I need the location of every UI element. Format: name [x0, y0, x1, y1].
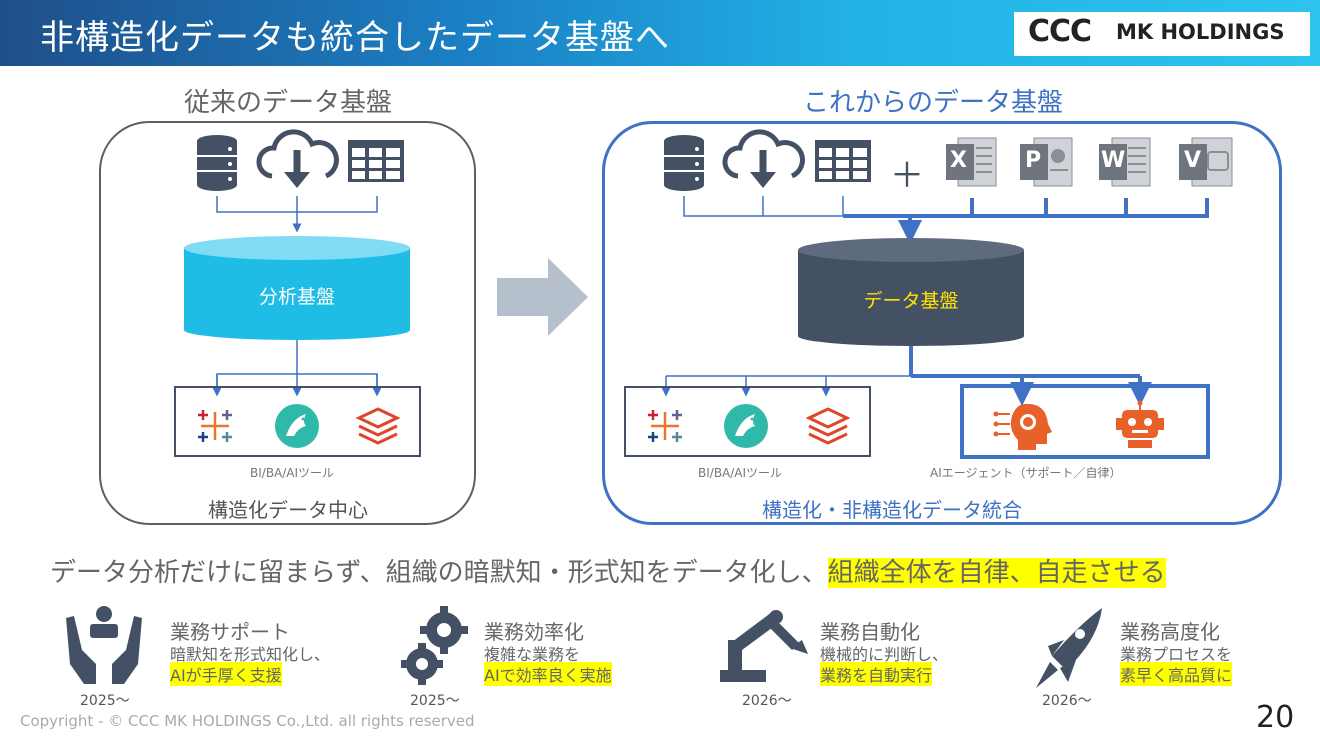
- benefit-highlight: AIで効率良く実施: [484, 662, 612, 686]
- benefit-title: 業務サポート: [170, 620, 290, 644]
- key-message-text: データ分析だけに留まらず、組織の暗默知・形式知をデータ化し、: [50, 558, 828, 588]
- left-section-title: 従来のデータ基盤: [184, 88, 393, 118]
- ai-brain-icon: [993, 403, 1052, 450]
- benefit-desc: 暗默知を形式知化し、: [170, 645, 331, 664]
- video-letter: V: [1184, 148, 1202, 173]
- logo: [1014, 12, 1310, 56]
- benefit-highlight: 業務を自動実行: [820, 662, 933, 686]
- bird-icon: [275, 404, 319, 448]
- key-message: データ分析だけに留まらず、組織の暗默知・形式知をデータ化し、組織全体を自律、自走…: [50, 552, 1166, 589]
- benefit-year: 2026～: [742, 693, 792, 709]
- benefit-desc: 機械的に判断し、: [820, 645, 949, 664]
- left-source-connectors: [216, 196, 378, 233]
- tableau-icon: [648, 410, 682, 442]
- video-icon: [1179, 137, 1233, 187]
- logo-text: MK HOLDINGS: [1116, 20, 1285, 44]
- word-icon: [1099, 137, 1151, 187]
- analytics-platform-cylinder: [184, 236, 410, 340]
- database-icon: [664, 135, 704, 191]
- gears-icon: [401, 606, 468, 685]
- key-message-highlight: 組織全体を自律、自走させる: [827, 558, 1166, 588]
- powerpoint-icon: [1020, 137, 1073, 187]
- tableau-icon: [198, 410, 232, 442]
- word-letter: W: [1101, 148, 1126, 173]
- copyright: Copyright - © CCC MK HOLDINGS Co.,Ltd. a…: [20, 712, 475, 730]
- benefit-desc: 複雑な業務を: [484, 645, 581, 664]
- benefit-year: 2026～: [1042, 693, 1092, 709]
- table-icon: [348, 140, 404, 182]
- legacy-platform-panel: [99, 121, 476, 525]
- benefit-year: 2025～: [410, 693, 460, 709]
- benefit-title: 業務効率化: [484, 620, 584, 644]
- benefit-highlight: 素早く高品質に: [1120, 662, 1233, 686]
- future-platform-panel: [602, 121, 1282, 525]
- left-tools-label: BI/BA/AIツール: [250, 466, 335, 480]
- left-caption: 構造化データ中心: [208, 498, 368, 522]
- benefit-highlight: AIが手厚く支援: [170, 662, 282, 686]
- logo-mark: CCC: [1028, 14, 1092, 49]
- powerpoint-letter: P: [1025, 148, 1042, 173]
- analytics-platform-label: 分析基盤: [258, 286, 335, 308]
- table-icon: [815, 140, 871, 182]
- data-platform-cylinder: [798, 238, 1024, 346]
- data-platform-label: データ基盤: [863, 290, 959, 312]
- cloud-download-icon: [256, 129, 339, 188]
- right-source-connectors: [683, 196, 1209, 244]
- left-tool-connectors: [212, 340, 382, 397]
- robot-icon: [1110, 400, 1170, 450]
- bird-icon: [724, 404, 768, 448]
- agents-box: [960, 384, 1210, 459]
- stack-icon: [805, 407, 851, 445]
- right-section-title: これからのデータ基盤: [803, 88, 1064, 118]
- excel-letter: X: [950, 148, 967, 173]
- page-title: 非構造化データも統合したデータ基盤へ: [40, 18, 670, 58]
- left-tools-box: [174, 386, 421, 457]
- right-tools-label: BI/BA/AIツール: [698, 466, 783, 480]
- support-hands-icon: [66, 606, 142, 684]
- page-number: 20: [1256, 700, 1295, 735]
- benefit-title: 業務高度化: [1120, 620, 1220, 644]
- benefit-title: 業務自動化: [820, 620, 920, 644]
- benefit-desc: 業務プロセスを: [1120, 645, 1233, 664]
- database-icon: [197, 135, 237, 191]
- rocket-icon: [1036, 608, 1102, 688]
- excel-icon: [946, 137, 997, 187]
- transition-arrow: [497, 258, 588, 336]
- agents-label: AIエージェント（サポート／自律）: [930, 466, 1122, 480]
- cloud-download-icon: [722, 129, 805, 188]
- benefit-year: 2025～: [80, 693, 130, 709]
- right-tools-box: [624, 386, 871, 457]
- right-caption: 構造化・非構造化データ統合: [762, 498, 1022, 522]
- robot-arm-icon: [720, 610, 808, 682]
- stack-icon: [355, 407, 401, 445]
- plus-sign: ＋: [890, 156, 924, 196]
